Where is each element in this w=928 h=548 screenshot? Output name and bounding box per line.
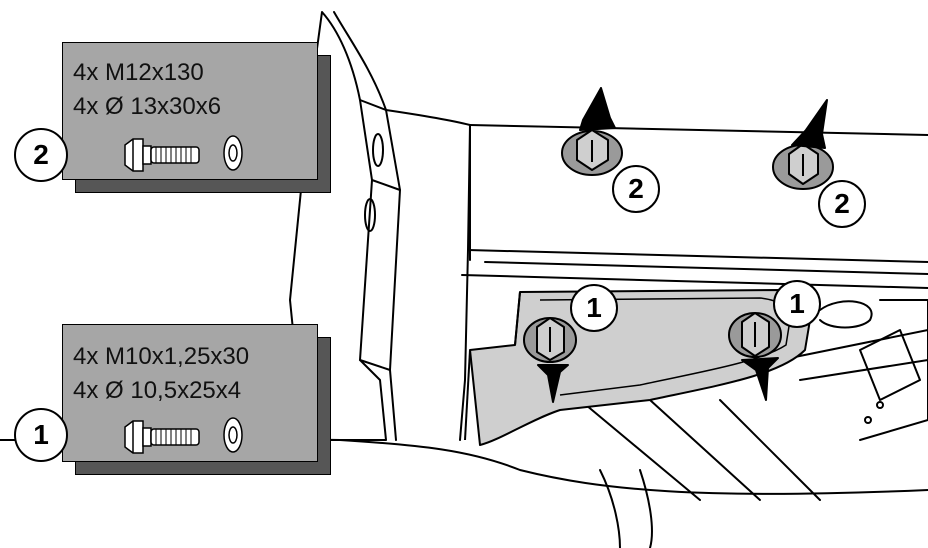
callout-lower-left: 1 [570, 284, 618, 332]
washer-spec-label: 4x Ø 13x30x6 [73, 93, 222, 120]
callout-lower-right: 1 [773, 280, 821, 328]
parts-kit-callout-2: 2 [14, 128, 68, 182]
parts-kit-panel-1: 4x M10x1,25x30 4x Ø 10,5x25x4 [62, 324, 331, 475]
callout-upper-right: 2 [818, 180, 866, 228]
callout-upper-left: 2 [612, 165, 660, 213]
bolt-upper-right [772, 99, 834, 190]
parts-kit-callout-1: 1 [14, 408, 68, 462]
panel-face: 4x M12x130 4x Ø 13x30x6 [62, 42, 318, 180]
parts-kit-panel-2: 4x M12x130 4x Ø 13x30x6 [62, 42, 331, 193]
bolt-lower-left [523, 317, 577, 403]
panel-face: 4x M10x1,25x30 4x Ø 10,5x25x4 [62, 324, 318, 462]
bolt-lower-right [728, 312, 782, 401]
bolt-upper-left [561, 87, 623, 176]
hex-bolt-icon [124, 138, 200, 172]
bolt-spec-label: 4x M10x1,25x30 [73, 343, 250, 370]
bolt-spec-label: 4x M12x130 [73, 59, 204, 86]
washer-icon [223, 417, 243, 453]
washer-spec-label: 4x Ø 10,5x25x4 [73, 377, 242, 404]
washer-icon [223, 135, 243, 171]
hex-bolt-icon [124, 420, 200, 454]
